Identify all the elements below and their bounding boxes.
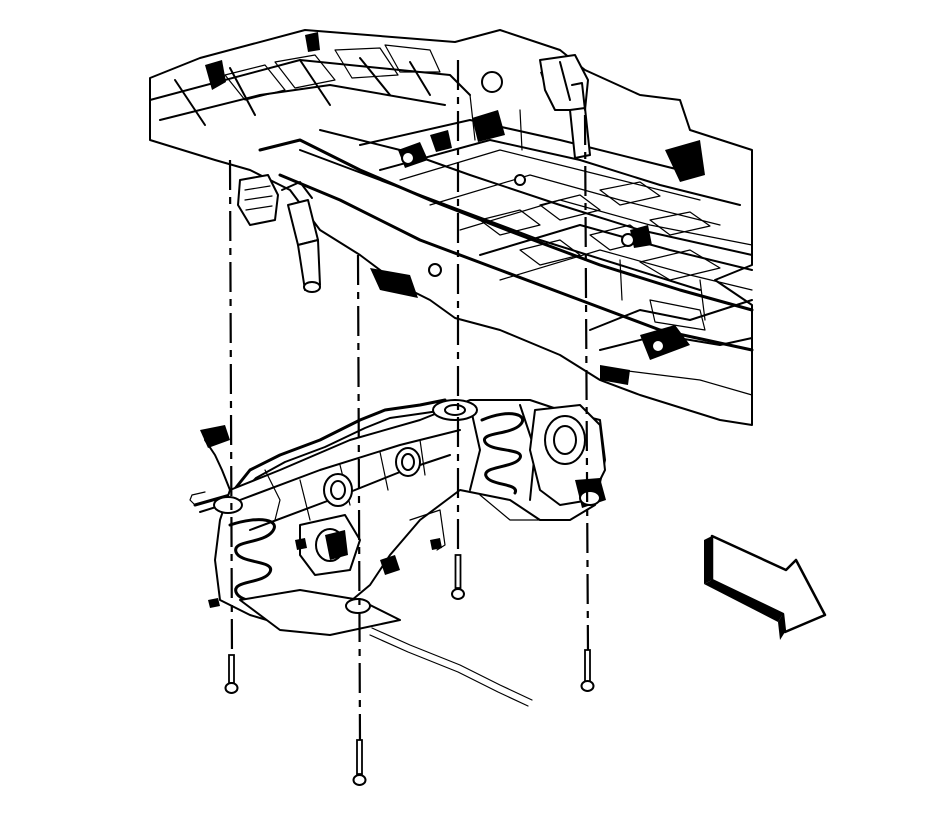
mounting-bolt-4	[582, 650, 594, 691]
shock-absorber	[282, 182, 320, 292]
vehicle-frame	[150, 30, 752, 425]
alignment-lines	[230, 60, 588, 745]
coil-spring-left	[214, 497, 274, 610]
mounting-bolt-3	[452, 555, 464, 599]
mounting-bolt-1	[226, 655, 238, 693]
suspension-cradle	[190, 400, 606, 706]
coil-spring-right	[433, 400, 523, 493]
mounting-bolt-2	[354, 740, 366, 785]
front-arrow-icon	[704, 536, 825, 640]
